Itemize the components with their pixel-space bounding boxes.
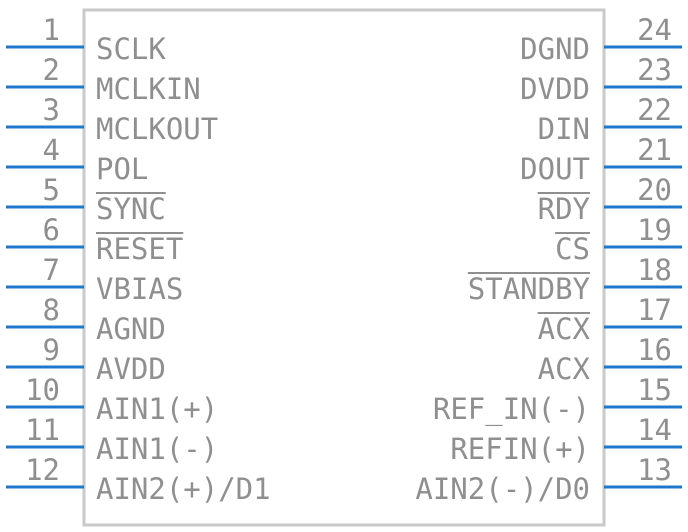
- pin-label-24: DGND: [520, 32, 590, 66]
- pin-number-5: 5: [43, 173, 60, 207]
- pin-number-10: 10: [25, 373, 60, 407]
- pin-number-1: 1: [43, 13, 60, 47]
- pin-number-20: 20: [637, 173, 672, 207]
- pin-label-9: AVDD: [96, 352, 166, 386]
- pin-number-3: 3: [43, 93, 60, 127]
- pin-number-4: 4: [43, 133, 60, 167]
- pin-number-13: 13: [637, 453, 672, 487]
- pin-label-20: RDY: [538, 192, 590, 226]
- pin-label-22: DIN: [538, 112, 590, 146]
- pin-number-15: 15: [637, 373, 672, 407]
- pin-label-5: SYNC: [96, 192, 166, 226]
- pin-number-21: 21: [637, 133, 672, 167]
- pin-number-22: 22: [637, 93, 672, 127]
- pin-number-19: 19: [637, 213, 672, 247]
- pin-label-3: MCLKOUT: [96, 112, 218, 146]
- pin-label-21: DOUT: [520, 152, 590, 186]
- pin-label-14: REFIN(+): [450, 432, 590, 466]
- pin-label-17: ACX: [538, 312, 591, 346]
- pin-number-14: 14: [637, 413, 672, 447]
- pin-label-12: AIN2(+)/D1: [96, 472, 271, 506]
- pin-number-7: 7: [43, 253, 60, 287]
- pin-label-4: POL: [96, 152, 148, 186]
- pin-label-18: STANDBY: [468, 272, 590, 306]
- pin-number-23: 23: [637, 53, 672, 87]
- pin-label-2: MCLKIN: [96, 72, 201, 106]
- pin-label-10: AIN1(+): [96, 392, 218, 426]
- pin-label-11: AIN1(-): [96, 432, 218, 466]
- pin-label-8: AGND: [96, 312, 166, 346]
- pin-number-16: 16: [637, 333, 672, 367]
- pin-number-11: 11: [25, 413, 60, 447]
- pin-number-18: 18: [637, 253, 672, 287]
- pin-number-2: 2: [43, 53, 60, 87]
- pin-number-17: 17: [637, 293, 672, 327]
- pin-number-24: 24: [637, 13, 672, 47]
- pin-label-6: RESET: [96, 232, 183, 266]
- pin-label-16: ACX: [538, 352, 591, 386]
- pin-number-8: 8: [43, 293, 60, 327]
- pin-label-15: REF_IN(-): [433, 392, 590, 427]
- pin-label-23: DVDD: [520, 72, 590, 106]
- pin-label-1: SCLK: [96, 32, 166, 66]
- ic-body: [82, 8, 606, 527]
- pin-label-13: AIN2(-)/D0: [415, 472, 590, 506]
- pin-number-6: 6: [43, 213, 60, 247]
- pin-label-7: VBIAS: [96, 272, 183, 306]
- pin-number-9: 9: [43, 333, 60, 367]
- pin-label-19: CS: [555, 232, 590, 266]
- pin-number-12: 12: [25, 453, 60, 487]
